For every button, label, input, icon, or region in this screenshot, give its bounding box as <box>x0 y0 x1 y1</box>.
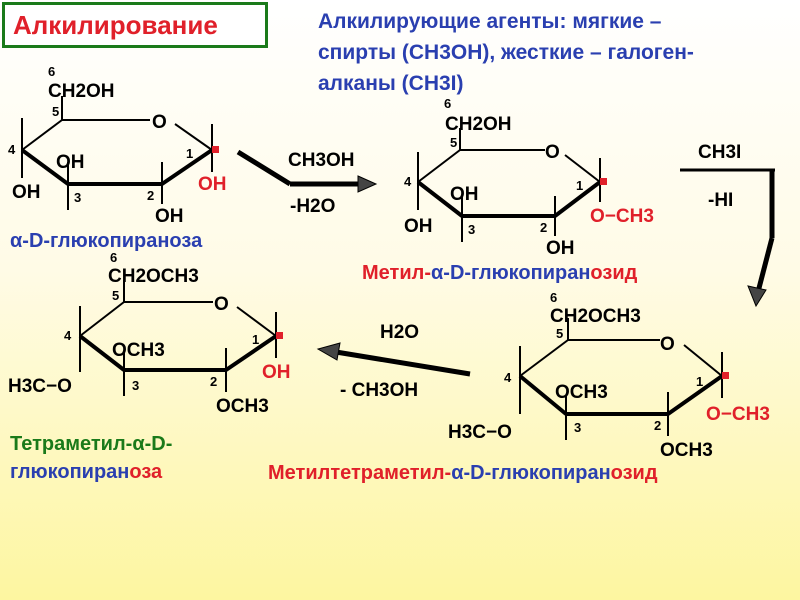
num-4: 4 <box>8 142 16 157</box>
m2-name: Метил-α-D-глюкопиранозид <box>362 262 637 285</box>
arrow2-reagent: CH3I <box>698 142 741 163</box>
num-2: 2 <box>540 220 547 235</box>
num-4: 4 <box>504 370 512 385</box>
num-6: 6 <box>550 290 557 305</box>
m4-o-methyl-1: O−CH3 <box>706 404 770 425</box>
m4-ome-2: OCH3 <box>660 440 713 461</box>
m1-oh-3: OH <box>56 152 85 173</box>
num-2: 2 <box>210 374 217 389</box>
m3-ome-3: OCH3 <box>112 340 165 361</box>
m2-name-part2: α-D-глюкопиран <box>430 262 591 284</box>
num-6: 6 <box>110 250 117 265</box>
m1-c6-group: CH2OH <box>48 81 115 102</box>
m4-ring-oxygen: O <box>660 334 675 355</box>
arrow2-byproduct: -HI <box>708 190 733 211</box>
num-5: 5 <box>450 135 457 150</box>
molecule-methyl-glucopyranoside <box>416 128 602 242</box>
alkylating-agents-note: Алкилирующие агенты: мягкие – спирты (CH… <box>318 6 798 99</box>
m1-oh-1: OH <box>198 174 227 195</box>
anomeric-marker <box>722 372 729 379</box>
m3-name-part1: Тетраметил-α-D- <box>10 433 173 455</box>
num-1: 1 <box>696 374 703 389</box>
agents-line-3: алканы (CH3I) <box>318 72 464 95</box>
num-3: 3 <box>74 190 81 205</box>
num-3: 3 <box>574 420 581 435</box>
m1-ring-oxygen: O <box>152 112 167 133</box>
m2-ring-oxygen: O <box>545 142 560 163</box>
m2-name-part1: Метил- <box>362 262 431 284</box>
m4-name-part1: Метилтетраметил- <box>268 462 452 484</box>
m1-oh-4: OH <box>12 182 41 203</box>
num-2: 2 <box>654 418 661 433</box>
m4-c6-group: CH2OCH3 <box>550 306 641 327</box>
num-6: 6 <box>48 64 55 79</box>
m3-name-part3: оза <box>129 461 163 483</box>
m1-name: α-D-глюкопираноза <box>10 230 203 252</box>
arrow-permethylation <box>680 168 775 308</box>
agents-line-1: Алкилирующие агенты: мягкие – <box>318 10 662 33</box>
page-title: Алкилирование <box>13 9 218 40</box>
agents-line-2: спирты (CH3OH), жесткие – галоген- <box>318 41 694 64</box>
m3-ome-2: OCH3 <box>216 396 269 417</box>
m3-ome-4: H3C−O <box>8 376 72 397</box>
anomeric-marker <box>600 178 607 185</box>
m4-ome-3: OCH3 <box>555 382 608 403</box>
num-1: 1 <box>186 146 193 161</box>
num-1: 1 <box>252 332 259 347</box>
m3-c6-group: CH2OCH3 <box>108 266 199 287</box>
num-4: 4 <box>404 174 412 189</box>
m2-name-part3: озид <box>590 262 638 284</box>
m3-oh-1: OH <box>262 362 291 383</box>
m3-name-part2: глюкопиран <box>10 461 130 483</box>
m2-oh-3: OH <box>450 184 479 205</box>
molecule-glucopyranose <box>20 96 214 210</box>
arrow1-reagent: CH3OH <box>288 150 355 171</box>
arrow3-reagent: H2O <box>380 322 419 343</box>
m2-c6-group: CH2OH <box>445 114 512 135</box>
molecule-methyl-tetramethyl-glucopyranoside <box>518 318 724 440</box>
arrow1-byproduct: -H2O <box>290 196 335 217</box>
m2-o-methyl-1: O−CH3 <box>590 206 654 227</box>
anomeric-marker <box>276 332 283 339</box>
m2-oh-4: OH <box>404 216 433 237</box>
molecule-tetramethyl-glucopyranose <box>78 280 278 396</box>
m3-name: Тетраметил-α-D- глюкопираноза <box>10 430 172 486</box>
m3-ring-oxygen: O <box>214 294 229 315</box>
m4-name: Метилтетраметил-α-D-глюкопиранозид <box>268 462 658 485</box>
num-5: 5 <box>52 104 59 119</box>
arrow-hydrolysis <box>316 342 471 377</box>
arrow-methylation <box>236 149 378 193</box>
arrow3-byproduct: - CH3OH <box>340 380 418 401</box>
num-2: 2 <box>147 188 154 203</box>
num-5: 5 <box>112 288 119 303</box>
num-3: 3 <box>132 378 139 393</box>
num-1: 1 <box>576 178 583 193</box>
num-3: 3 <box>468 222 475 237</box>
num-5: 5 <box>556 326 563 341</box>
num-6: 6 <box>444 96 451 111</box>
m2-oh-2: OH <box>546 238 575 259</box>
title-box: Алкилирование <box>2 2 268 48</box>
num-4: 4 <box>64 328 72 343</box>
anomeric-marker <box>212 146 219 153</box>
m1-oh-2: OH <box>155 206 184 227</box>
m4-name-part3: озид <box>610 462 658 484</box>
m4-ome-4: H3C−O <box>448 422 512 443</box>
m4-name-part2: α-D-глюкопиран <box>451 462 611 484</box>
